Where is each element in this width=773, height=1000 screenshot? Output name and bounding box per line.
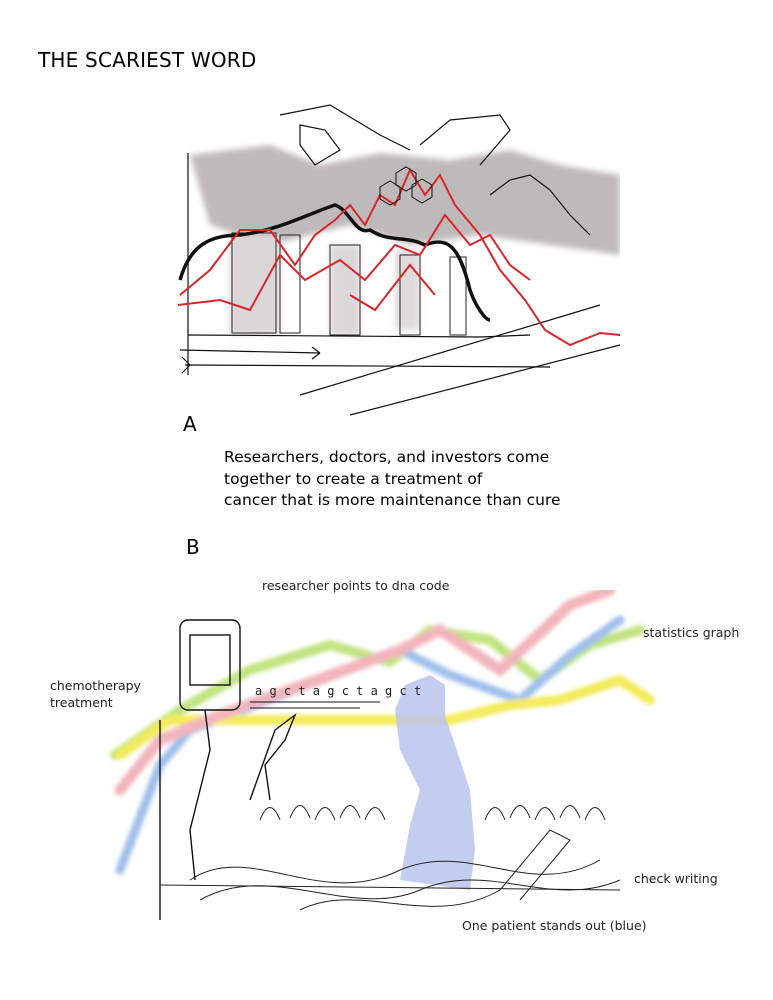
section-b-label: B	[186, 535, 200, 559]
dna-code: a g c t a g c t a g c t	[255, 684, 421, 698]
page-title: THE SCARIEST WORD	[38, 48, 257, 72]
pointing-hand-sketch	[249, 712, 297, 801]
note-chemo-line-1: chemotherapy	[50, 678, 141, 693]
caption-a-line-2: together to create a treatment of	[224, 469, 483, 488]
note-researcher: researcher points to dna code	[262, 578, 450, 593]
caption-a-line-1: Researchers, doctors, and investors come	[224, 448, 550, 466]
crowd-sketch	[159, 805, 621, 911]
pink-wash	[114, 590, 616, 796]
illustration-a	[177, 104, 620, 416]
yellow-wash	[115, 674, 655, 760]
note-patient: One patient stands out (blue)	[462, 918, 647, 933]
note-check-writing: check writing	[634, 871, 718, 886]
caption-a-line-3: cancer that is more maintenance than cur…	[224, 491, 561, 509]
iv-bag-sketch	[159, 619, 241, 920]
note-chemo-line-2: treatment	[50, 695, 113, 710]
blue-wash	[115, 615, 625, 875]
illustration-b: a g c t a g c t a g c t	[110, 590, 655, 920]
red-lines	[177, 167, 620, 347]
section-a-label: A	[183, 412, 197, 436]
note-chemotherapy: chemotherapy treatment	[50, 677, 141, 711]
gray-wash	[190, 145, 620, 335]
molecule-sketch	[379, 166, 433, 206]
patient-figure	[395, 675, 475, 890]
black-curve	[178, 203, 491, 322]
caption-a: Researchers, doctors, and investors come…	[224, 447, 584, 512]
note-statistics-graph: statistics graph	[643, 625, 740, 640]
